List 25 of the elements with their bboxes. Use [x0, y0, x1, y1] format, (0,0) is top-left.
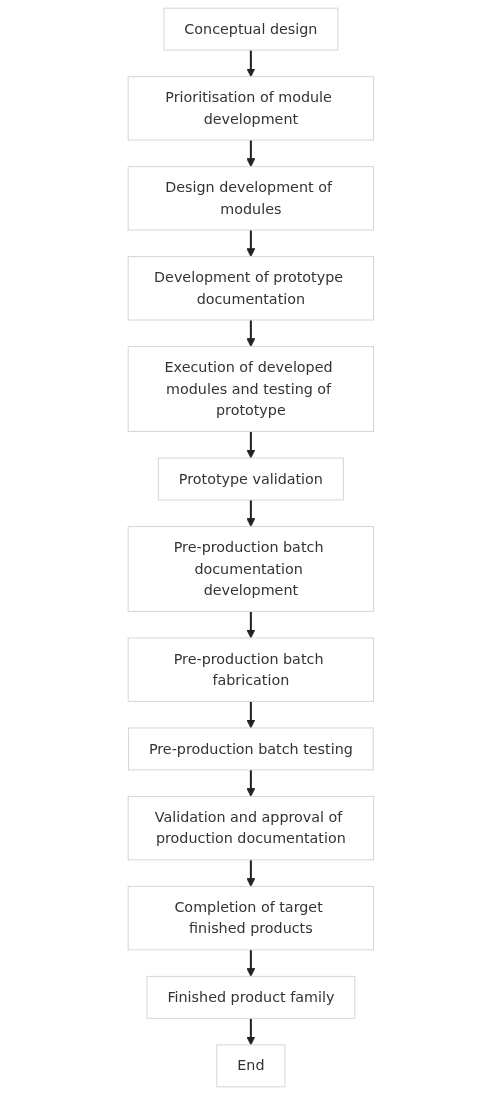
arrow — [246, 499, 256, 527]
arrow — [246, 50, 256, 78]
node-box: Finished product family — [146, 975, 356, 1019]
arrow — [246, 140, 256, 168]
node-box: Validation and approval of production documentation — [127, 795, 375, 861]
arrow — [246, 431, 256, 459]
node-box: Design development of modules — [127, 166, 375, 231]
arrow — [246, 701, 256, 729]
arrow — [246, 769, 256, 797]
arrow — [246, 859, 256, 887]
node-box: Completion of target finished products — [127, 885, 375, 951]
node-box: End — [216, 1044, 286, 1088]
arrow — [246, 320, 256, 347]
node-box: Prioritisation of module development — [127, 76, 375, 141]
arrow — [246, 611, 256, 639]
node-box: Execution of developed modules and testing of prototype — [127, 346, 375, 432]
node-box: Prototype validation — [158, 457, 344, 501]
arrow — [246, 949, 256, 977]
node-box: Development of prototype documentation — [127, 256, 375, 321]
node-box: Pre-production batch documentation development — [127, 526, 375, 612]
node-box: Pre-production batch fabrication — [127, 637, 375, 702]
arrow — [246, 230, 256, 258]
node-box: Pre-production batch testing — [128, 727, 374, 771]
node-box: Conceptual design — [163, 7, 339, 51]
arrow — [246, 1018, 256, 1046]
